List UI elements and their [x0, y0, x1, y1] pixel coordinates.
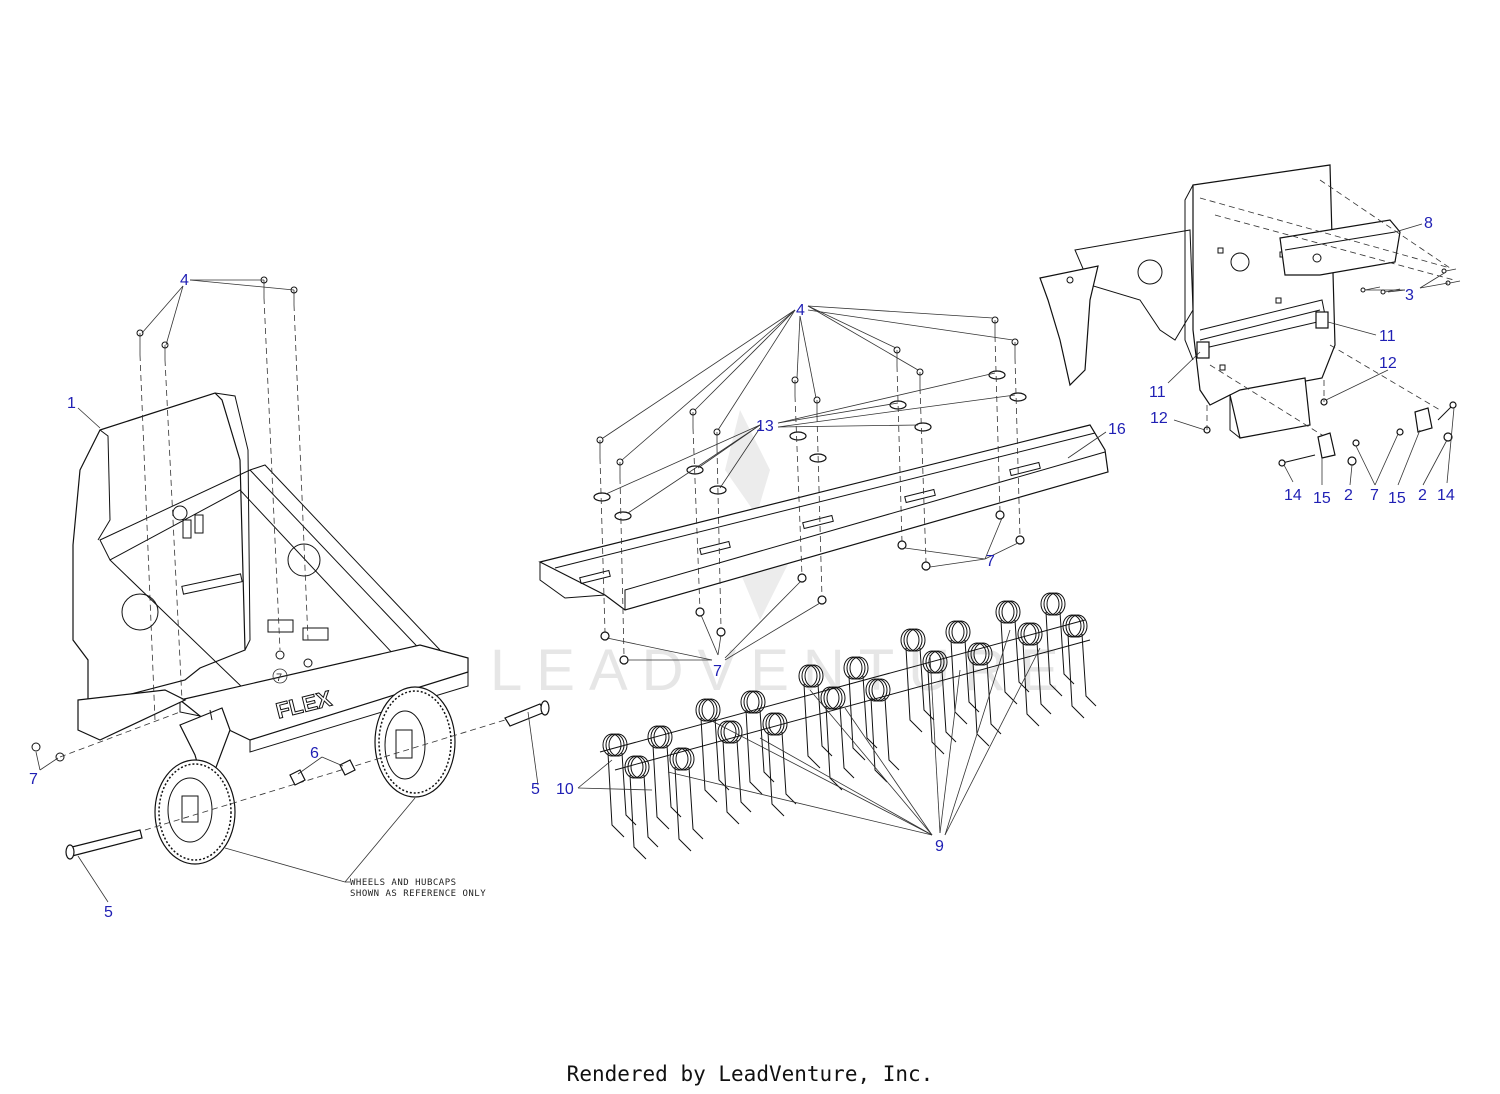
callout-6: 6: [310, 745, 319, 762]
callout-11-right: 11: [1379, 328, 1396, 345]
callout-5-left: 5: [104, 904, 113, 921]
callout-1: 1: [67, 395, 76, 412]
wheels-note-line-1: WHEELS AND HUBCAPS: [350, 878, 457, 888]
tine-coil: [695, 698, 730, 803]
watermark-text: LEADVENTURE: [490, 638, 1073, 703]
callout-16: 16: [1108, 421, 1126, 438]
callout-4-middle: 4: [796, 302, 805, 319]
hitch-hardware: [1199, 179, 1461, 467]
callout-2-left: 2: [1344, 487, 1353, 504]
callout-7-middle-right: 7: [986, 553, 995, 570]
callout-10: 10: [556, 781, 574, 798]
tine-coil: [1017, 622, 1052, 727]
tine-coil: [922, 650, 957, 755]
callout-7-middle-left: 7: [713, 663, 722, 680]
tine-coil: [624, 755, 659, 860]
callout-8: 8: [1424, 215, 1433, 232]
callout-14-right: 14: [1437, 487, 1455, 504]
axle-bolts: [65, 700, 550, 860]
wheel-left: [154, 759, 236, 865]
tine-coil: [762, 712, 797, 817]
wheel-right: [374, 686, 456, 798]
tine-channel: [538, 424, 1109, 611]
wheels-note-line-2: SHOWN AS REFERENCE ONLY: [350, 889, 486, 899]
callout-7-left: 7: [29, 771, 38, 788]
tine-coil: [1040, 592, 1075, 697]
tine-coil: [865, 678, 900, 783]
callout-4-left: 4: [180, 272, 189, 289]
channel-bolts: [593, 316, 1027, 665]
callout-9: 9: [935, 838, 944, 855]
footer-credit: Rendered by LeadVenture, Inc.: [566, 1062, 934, 1086]
callout-15-right: 15: [1388, 490, 1406, 507]
callout-3: 3: [1405, 287, 1414, 304]
callout-12-left: 12: [1150, 410, 1168, 427]
middle-leaders: [602, 305, 1107, 661]
callout-14-left: 14: [1284, 487, 1302, 504]
callout-7-right: 7: [1370, 487, 1379, 504]
callout-5-right: 5: [531, 781, 540, 798]
callout-11-left: 11: [1149, 384, 1166, 401]
callout-12-right: 12: [1379, 355, 1397, 372]
callout-13: 13: [756, 418, 774, 435]
main-frame-assembly: FLEX: [72, 392, 469, 792]
callout-7-ring: 7: [276, 672, 282, 684]
left-leaders: [35, 279, 539, 903]
spring-tines: [599, 592, 1097, 860]
callout-2-right: 2: [1418, 487, 1427, 504]
hitch-leaders: [1167, 223, 1455, 486]
callout-15-left: 15: [1313, 490, 1331, 507]
tine-coil: [669, 747, 704, 852]
tine-coil: [717, 720, 752, 825]
hitch-mount-assembly: [1039, 164, 1401, 439]
tine-leaders: [577, 629, 1041, 836]
tine-coil: [843, 656, 878, 761]
